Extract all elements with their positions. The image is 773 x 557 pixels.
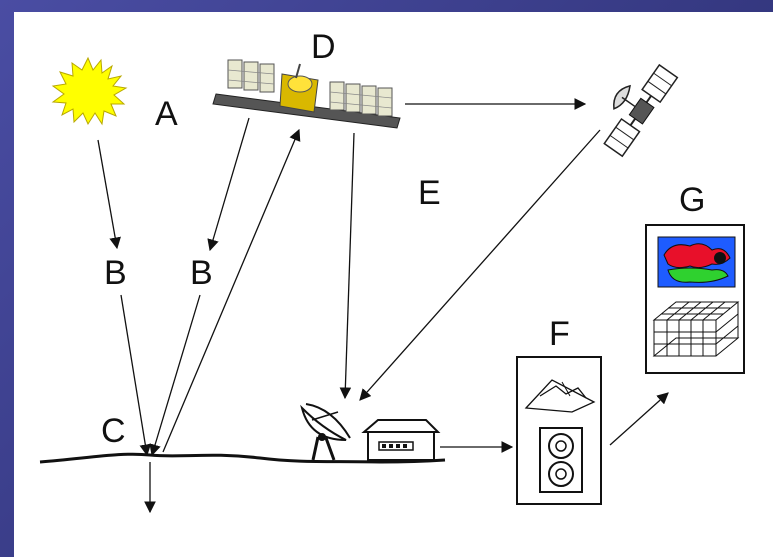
arrow-b-to-ground-2	[149, 294, 201, 457]
label-d: D	[311, 28, 336, 66]
dish-antenna-icon	[300, 403, 351, 461]
processing-panel	[516, 356, 602, 505]
label-b-right: B	[190, 254, 213, 292]
label-g: G	[679, 181, 706, 219]
arrow-relay-to-dish	[359, 129, 601, 401]
arrow-satellite-to-b	[207, 117, 250, 252]
arrow-sun-to-b	[97, 139, 121, 250]
terrain-icon	[524, 379, 596, 413]
ground-line	[39, 452, 446, 464]
satellite-icon	[212, 59, 401, 129]
label-b-left: B	[104, 254, 127, 292]
relay-satellite-icon	[603, 63, 679, 158]
product-panel	[645, 224, 745, 374]
tape-reels-icon	[539, 427, 583, 493]
label-f: F	[549, 315, 570, 353]
label-c: C	[101, 412, 126, 450]
ground-station-icon	[361, 419, 441, 461]
grid-icon	[652, 301, 740, 357]
arrow-f-to-g	[609, 392, 669, 446]
label-a: A	[155, 95, 178, 133]
arrow-b-to-ground	[120, 294, 152, 457]
map-icon	[657, 236, 736, 288]
arrow-ground-to-satellite	[162, 128, 301, 453]
sun-icon	[51, 56, 128, 126]
label-e: E	[418, 174, 441, 212]
arrow-satellite-to-dish	[339, 132, 355, 400]
